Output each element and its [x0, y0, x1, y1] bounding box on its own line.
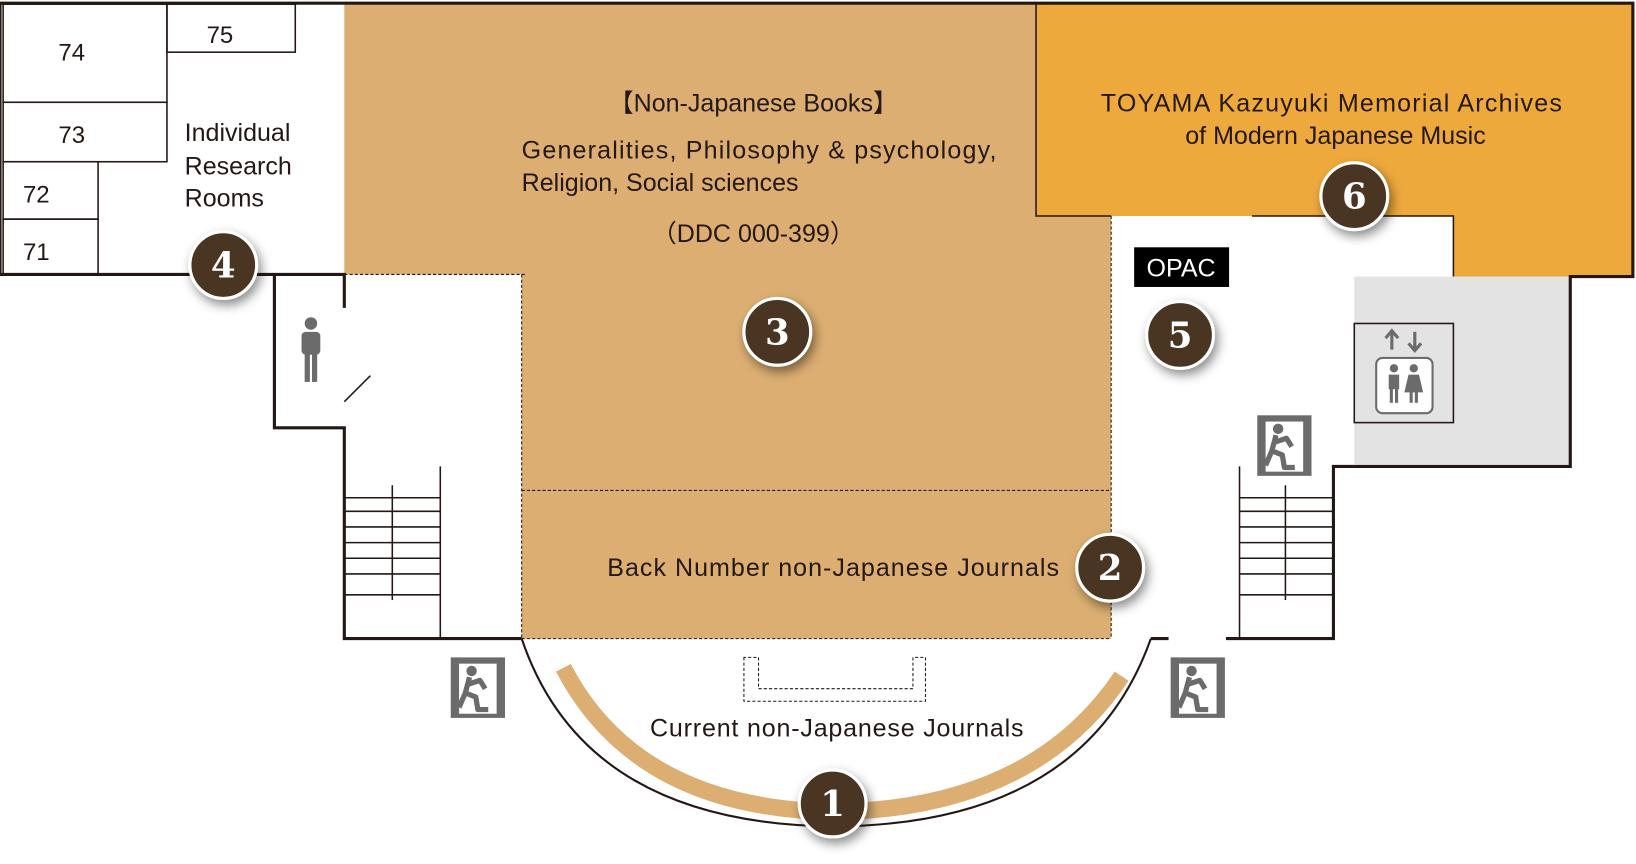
current-journals-label: Current non-Japanese Journals: [650, 715, 1024, 743]
stairs-left: [344, 485, 441, 600]
restroom-icon: [1375, 356, 1434, 415]
opac-label: OPAC: [1147, 255, 1216, 283]
stairs-right: [1239, 485, 1334, 600]
individual-research-label: Rooms: [185, 185, 264, 213]
toyama-archives-label: TOYAMA Kazuyuki Memorial Archives: [1101, 90, 1562, 118]
individual-research-label: Individual: [185, 119, 291, 147]
marker-1[interactable]: 1: [797, 768, 868, 839]
individual-research-label: Research: [185, 152, 292, 180]
elevator-icon: [1384, 328, 1423, 354]
room-72-label: 72: [23, 181, 50, 208]
toyama-archives-area: [1036, 3, 1633, 277]
svg-text:3: 3: [765, 312, 790, 353]
elevator-room: [1353, 322, 1455, 424]
books-title: 【Non-Japanese Books】: [609, 90, 898, 118]
room-73-label: 73: [58, 122, 85, 149]
room-75-label: 75: [207, 22, 234, 49]
svg-text:1: 1: [820, 784, 845, 825]
svg-text:2: 2: [1098, 548, 1123, 589]
marker-5[interactable]: 5: [1145, 300, 1216, 370]
emergency-exit-icon: [1171, 657, 1225, 718]
individual-rooms-area: [2, 3, 345, 275]
marker-6[interactable]: 6: [1319, 161, 1390, 232]
marker-2[interactable]: 2: [1075, 532, 1146, 603]
svg-text:4: 4: [211, 246, 236, 287]
journal-display-shelf: [743, 656, 926, 702]
marker-3[interactable]: 3: [742, 296, 813, 367]
room-74-label: 74: [58, 40, 85, 67]
books-subjects-line1: Generalities, Philosophy & psychology,: [522, 137, 997, 165]
opac-badge: [1134, 247, 1230, 287]
books-subjects-line2: Religion, Social sciences: [522, 169, 799, 197]
svg-text:5: 5: [1168, 315, 1193, 356]
marker-4[interactable]: 4: [188, 230, 259, 300]
books-ddc-range: （DDC 000-399）: [652, 220, 855, 248]
emergency-exit-icon: [1257, 415, 1311, 476]
non-japanese-books-area: [344, 3, 1112, 639]
back-number-journals-label: Back Number non-Japanese Journals: [607, 554, 1059, 582]
toyama-archives-label: of Modern Japanese Music: [1185, 122, 1486, 150]
svg-text:6: 6: [1342, 177, 1367, 218]
room-71-label: 71: [23, 239, 50, 266]
person-icon: [301, 317, 321, 382]
emergency-exit-icon: [451, 657, 505, 718]
